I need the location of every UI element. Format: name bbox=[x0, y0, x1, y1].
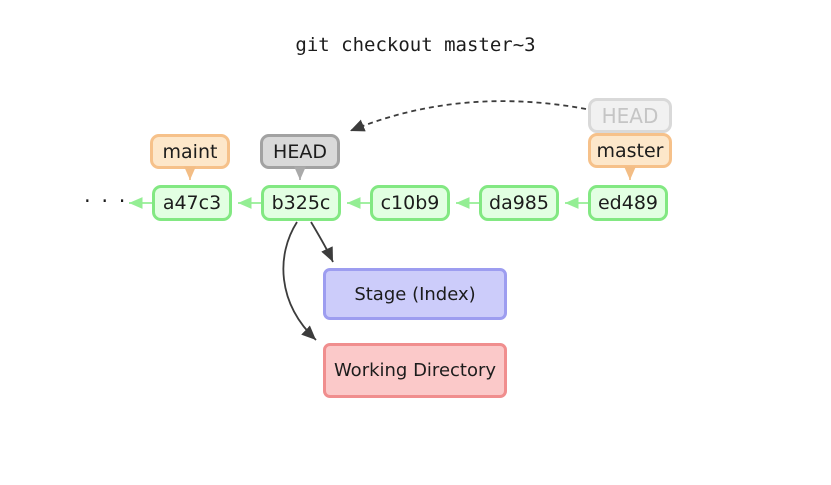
working-directory-box: Working Directory bbox=[323, 343, 507, 398]
commit-history-ellipsis: · · · bbox=[84, 189, 128, 213]
ref-head: HEAD bbox=[260, 134, 340, 169]
commit-node: ed489 bbox=[588, 185, 668, 221]
ref-master: master bbox=[588, 133, 672, 168]
commit-node: da985 bbox=[479, 185, 559, 221]
arrow-commit-to-stage bbox=[310, 221, 334, 263]
commit-node: c10b9 bbox=[370, 185, 450, 221]
ref-maint: maint bbox=[150, 134, 230, 169]
ref-head-faded: HEAD bbox=[588, 98, 672, 133]
commit-node: b325c bbox=[261, 185, 341, 221]
stage-index-box: Stage (Index) bbox=[323, 268, 507, 320]
title: git checkout master~3 bbox=[295, 34, 536, 56]
commit-node: a47c3 bbox=[152, 185, 232, 221]
arrow-commit-to-workdir bbox=[282, 221, 317, 341]
arrow-head-move-dashed bbox=[349, 100, 587, 132]
